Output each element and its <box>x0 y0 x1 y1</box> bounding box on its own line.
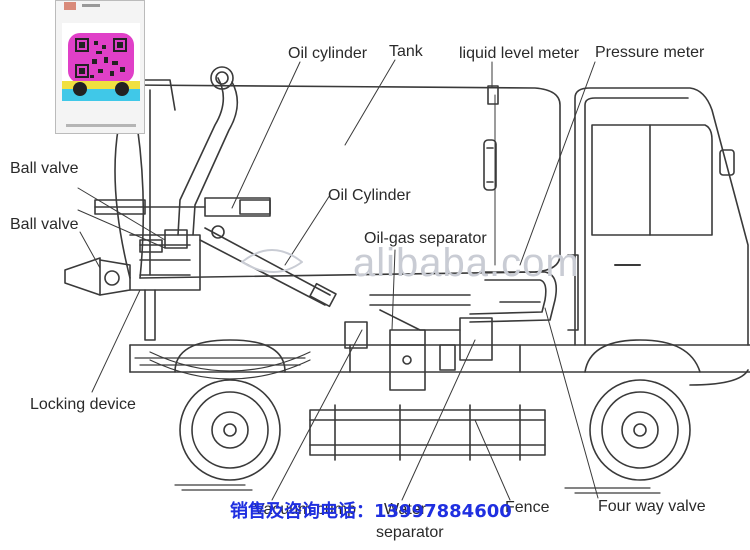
qr-caption-placeholder <box>66 124 136 127</box>
label-separator: separator <box>376 524 444 541</box>
label-pressure-meter: Pressure meter <box>595 44 705 61</box>
label-oil-cylinder-mid: Oil Cylinder <box>328 187 411 204</box>
watermark-swirl-icon <box>241 249 303 273</box>
rear-valves <box>64 229 201 341</box>
ground-lines <box>174 484 661 494</box>
leader-lines <box>77 59 599 501</box>
top-pipe <box>139 66 239 236</box>
watermark-text: alibaba.com <box>353 241 580 285</box>
liquid-level-meter <box>483 85 499 191</box>
oil-cylinder-top-body <box>94 197 271 217</box>
label-fence: Fence <box>505 499 550 516</box>
truck-cab <box>567 87 749 386</box>
sales-phone-banner: 销售及咨询电话：13997884600 <box>230 501 512 522</box>
label-vacuum-pump: Vacuum pump <box>254 501 356 518</box>
oil-gas-separator-piping <box>369 271 558 331</box>
label-ball-valve-1: Ball valve <box>10 160 79 177</box>
fence <box>309 404 546 461</box>
label-tank: Tank <box>389 43 423 60</box>
label-four-way-valve: Four way valve <box>598 498 706 515</box>
qr-card <box>55 0 145 134</box>
avatar <box>64 2 76 10</box>
label-water: Water <box>384 501 427 518</box>
label-ball-valve-2: Ball valve <box>10 216 79 233</box>
label-oil-cylinder-top: Oil cylinder <box>288 45 368 62</box>
rear-wheel <box>174 339 286 481</box>
chassis <box>129 344 750 380</box>
label-liquid-level-meter: liquid level meter <box>459 45 580 62</box>
front-wheel <box>584 339 701 481</box>
label-oil-gas-separator: Oil-gas separator <box>364 230 487 247</box>
qr-code-icon[interactable] <box>62 23 140 101</box>
oil-cylinder-mid-body <box>199 225 337 308</box>
label-locking-device: Locking device <box>30 396 136 413</box>
qr-name-placeholder <box>82 4 100 7</box>
